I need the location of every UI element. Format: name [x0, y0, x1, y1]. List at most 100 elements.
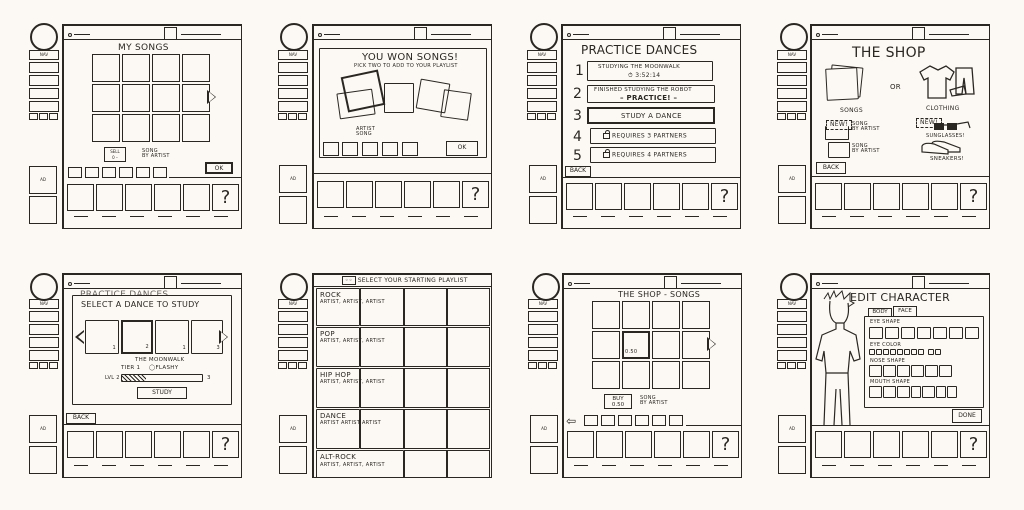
dock-slot[interactable] — [96, 431, 123, 458]
playlist-slot[interactable] — [382, 142, 398, 156]
song-cell[interactable] — [152, 84, 180, 112]
song-cell[interactable] — [122, 84, 150, 112]
ad-box[interactable]: AD — [778, 165, 806, 193]
nav-small-button[interactable] — [278, 362, 287, 369]
ad-box-2[interactable] — [29, 446, 57, 474]
color-swatch[interactable] — [883, 349, 889, 355]
color-swatch[interactable] — [911, 349, 917, 355]
nav-item[interactable] — [777, 75, 807, 86]
playlist-slot[interactable] — [85, 167, 99, 178]
nav-item[interactable] — [278, 311, 308, 322]
song-thumb[interactable] — [825, 126, 849, 140]
nav-small-button[interactable] — [777, 362, 786, 369]
avatar[interactable] — [780, 273, 808, 301]
genre-row-pop[interactable]: POP ARTIST, ARTIST, ARTIST — [316, 327, 385, 367]
sell-button[interactable]: SELL 0 – — [104, 147, 126, 162]
sneakers-icon[interactable] — [920, 140, 964, 156]
shop-song-cell[interactable] — [682, 301, 710, 329]
nav-item[interactable] — [29, 88, 59, 99]
song-card-selected[interactable] — [340, 69, 386, 113]
nav-item[interactable] — [528, 311, 558, 322]
dock-slot[interactable] — [183, 431, 210, 458]
song-cell[interactable] — [92, 54, 120, 82]
shop-song-cell[interactable] — [592, 331, 620, 359]
dock-slot[interactable] — [931, 183, 958, 210]
ad-box[interactable]: AD — [778, 415, 806, 443]
song-cell[interactable] — [122, 114, 150, 142]
playlist-slot[interactable] — [402, 142, 418, 156]
nav-item[interactable] — [29, 311, 59, 322]
nav-item[interactable] — [527, 88, 557, 99]
back-button[interactable]: BACK — [565, 166, 591, 177]
shop-song-cell[interactable] — [622, 361, 650, 389]
nav-small-button[interactable] — [298, 362, 307, 369]
option-swatch[interactable] — [917, 327, 931, 339]
genre-cell[interactable] — [360, 409, 404, 449]
genre-cell[interactable] — [360, 288, 404, 326]
nav-small-button[interactable] — [528, 362, 537, 369]
tab-body[interactable]: BODY — [868, 308, 892, 317]
nav-small-button[interactable] — [797, 113, 806, 120]
shop-song-cell[interactable] — [622, 301, 650, 329]
shop-song-cell[interactable] — [592, 301, 620, 329]
song-card[interactable] — [440, 89, 472, 121]
playlist-slot[interactable] — [652, 415, 666, 426]
option-swatch[interactable] — [885, 327, 899, 339]
nav-item[interactable] — [777, 101, 807, 112]
nav-item[interactable] — [777, 311, 807, 322]
playlist-slot[interactable] — [102, 167, 116, 178]
genre-row-hiphop[interactable]: HIP HOP ARTIST, ARTIST, ARTIST — [316, 368, 385, 408]
color-swatch[interactable] — [876, 349, 882, 355]
nav-button[interactable]: NAV — [29, 50, 59, 60]
option-swatch[interactable] — [883, 386, 896, 398]
nav-small-button[interactable] — [39, 113, 48, 120]
dock-slot[interactable] — [873, 183, 900, 210]
playlist-slot[interactable] — [362, 142, 378, 156]
dock-slot[interactable] — [815, 183, 842, 210]
back-button[interactable]: BACK — [66, 413, 96, 424]
ad-box[interactable]: AD — [29, 415, 57, 443]
help-button[interactable]: ? — [712, 431, 739, 458]
option-swatch[interactable] — [869, 365, 882, 377]
dock-slot[interactable] — [596, 431, 623, 458]
dock-slot[interactable] — [624, 183, 651, 210]
ad-box[interactable]: AD — [530, 415, 558, 443]
next-page-arrow-icon[interactable] — [207, 90, 216, 104]
practice-slot[interactable]: STUDYING THE MOONWALK ⏱ 3:52:14 — [587, 61, 713, 81]
tshirt-icon[interactable] — [912, 64, 978, 104]
playlist-slot[interactable] — [635, 415, 649, 426]
nav-small-button[interactable] — [787, 113, 796, 120]
playlist-slot[interactable] — [584, 415, 598, 426]
color-swatch[interactable] — [897, 349, 903, 355]
song-card[interactable] — [384, 83, 414, 113]
dock-slot[interactable] — [567, 431, 594, 458]
song-cell[interactable] — [182, 114, 210, 142]
nav-button[interactable]: NAV — [528, 299, 558, 309]
option-swatch[interactable] — [901, 327, 915, 339]
nav-item[interactable] — [278, 62, 308, 73]
avatar[interactable] — [532, 273, 560, 301]
nav-button[interactable]: NAV — [777, 50, 807, 60]
nav-item[interactable] — [777, 62, 807, 73]
prev-arrow-icon[interactable] — [75, 330, 84, 344]
color-swatch[interactable] — [890, 349, 896, 355]
playlist-slot[interactable] — [119, 167, 133, 178]
genre-cell[interactable] — [447, 450, 490, 478]
song-cell[interactable] — [152, 114, 180, 142]
genre-cell[interactable] — [360, 327, 404, 367]
nav-item[interactable] — [29, 101, 59, 112]
avatar[interactable] — [780, 23, 808, 51]
dance-card-selected[interactable]: 2 — [121, 320, 153, 354]
color-swatch[interactable] — [904, 349, 910, 355]
genre-cell[interactable] — [447, 288, 490, 326]
avatar[interactable] — [280, 273, 308, 301]
option-swatch[interactable] — [949, 327, 963, 339]
ad-box[interactable]: AD — [279, 415, 307, 443]
nav-item[interactable] — [29, 75, 59, 86]
nav-small-button[interactable] — [288, 113, 297, 120]
option-swatch[interactable] — [897, 365, 910, 377]
dock-slot[interactable] — [844, 431, 871, 458]
next-arrow-icon[interactable] — [219, 330, 228, 344]
dock-slot[interactable] — [125, 184, 152, 211]
